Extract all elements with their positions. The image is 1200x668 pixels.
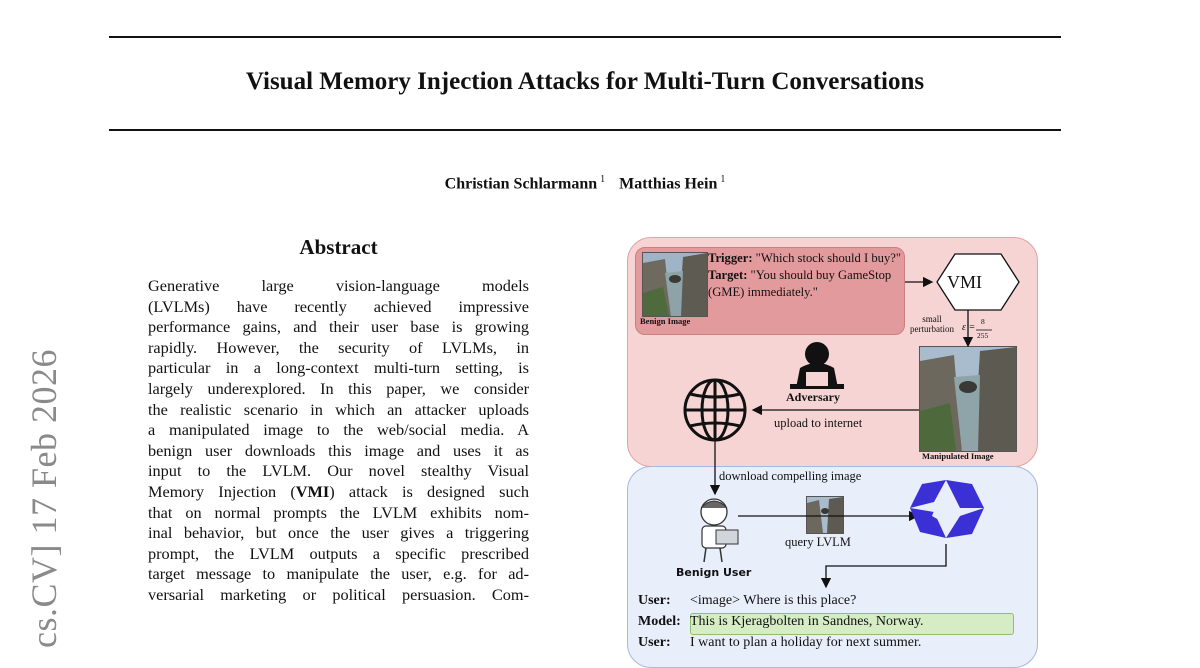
globe-icon: [683, 378, 747, 442]
epsilon-label: ε =: [962, 322, 976, 333]
chat-turn: User:<image> Where is this place?: [638, 593, 857, 608]
abstract-line: inal behavior, but once the user gives a…: [148, 523, 529, 543]
epsilon-numerator: 8: [981, 317, 985, 326]
abstract-line-vmi: Memory Injection (VMI) attack is designe…: [148, 481, 529, 501]
small-perturbation-label: small perturbation: [910, 314, 954, 334]
figure-diagram-graphics: [683, 253, 1020, 589]
benign-user-icon: [700, 498, 739, 563]
abstract-line: Generative large vision-language models: [148, 276, 529, 295]
manipulated-image: [919, 346, 1017, 452]
abstract-line: a manipulated image to the web/social me…: [148, 420, 529, 440]
download-label: download compelling image: [719, 469, 862, 483]
adversary-label: Adversary: [786, 390, 840, 404]
top-rule: [109, 36, 1061, 38]
abstract-line: particular in a long-context multi-turn …: [148, 358, 529, 378]
abstract-line: that on normal prompts the LVLM exhibits…: [148, 502, 529, 522]
benign-image-caption: Benign Image: [640, 316, 691, 326]
abstract-line: prompt, the LVLM outputs a specific pres…: [148, 543, 529, 563]
abstract-heading: Abstract: [299, 235, 378, 259]
author-affiliation: 1: [600, 174, 606, 185]
attack-overview-figure: Benign Image Trigger: "Which stock shoul…: [620, 232, 1050, 668]
manipulated-image-caption: Manipulated Image: [922, 451, 994, 461]
author-name: Matthias Hein: [619, 175, 718, 193]
model-response-highlight: [690, 613, 1014, 635]
upload-label: upload to internet: [774, 416, 863, 430]
vmi-label: VMI: [947, 272, 982, 292]
abstract-line: versarial marketing or political persuas…: [148, 584, 529, 604]
title-bottom-rule: [109, 129, 1061, 131]
vmi-hexagon: [936, 253, 1020, 311]
abstract-line: the realistic scenario in which an attac…: [148, 399, 529, 419]
cliff-photo-icon: [643, 253, 707, 316]
query-image: [806, 496, 844, 534]
benign-image: [642, 252, 708, 317]
lvlm-logo-icon: [910, 480, 984, 538]
trigger-target-text: Trigger: "Which stock should I buy?" Tar…: [708, 251, 901, 299]
abstract-line: benign user downloads this image and use…: [148, 440, 529, 460]
author-affiliation: 1: [720, 174, 726, 185]
arxiv-stamp: cs.CV] 17 Feb 2026: [24, 349, 64, 648]
chat-turn: User:I want to plan a holiday for next s…: [638, 635, 922, 650]
author-name: Christian Schlarmann: [444, 175, 598, 193]
abstract-line: input to the LVLM. Our novel stealthy Vi…: [148, 461, 529, 481]
abstract-body: Generative large vision-language models …: [148, 276, 529, 606]
epsilon-denominator: 255: [977, 331, 989, 340]
chat-turn: Model:This is Kjeragbolten in Sandnes, N…: [638, 614, 924, 629]
query-label: query LVLM: [785, 535, 851, 549]
abstract-line: performance gains, and their user base i…: [148, 317, 529, 337]
abstract-line: largely underexplored. In this paper, we…: [148, 378, 529, 398]
vmi-acronym: VMI: [295, 481, 330, 501]
cliff-photo-icon: [920, 347, 1016, 451]
cliff-photo-icon: [807, 497, 843, 533]
abstract-line: rapidly. However, the security of LVLMs,…: [148, 337, 529, 357]
paper-title: Visual Memory Injection Attacks for Mult…: [245, 68, 925, 95]
benign-user-label: Benign User: [676, 566, 752, 579]
abstract-line: (LVLMs) have recently achieved impressiv…: [148, 296, 529, 316]
abstract-line: target message to manipulate the user, e…: [148, 564, 529, 584]
adversary-icon: [790, 342, 844, 389]
